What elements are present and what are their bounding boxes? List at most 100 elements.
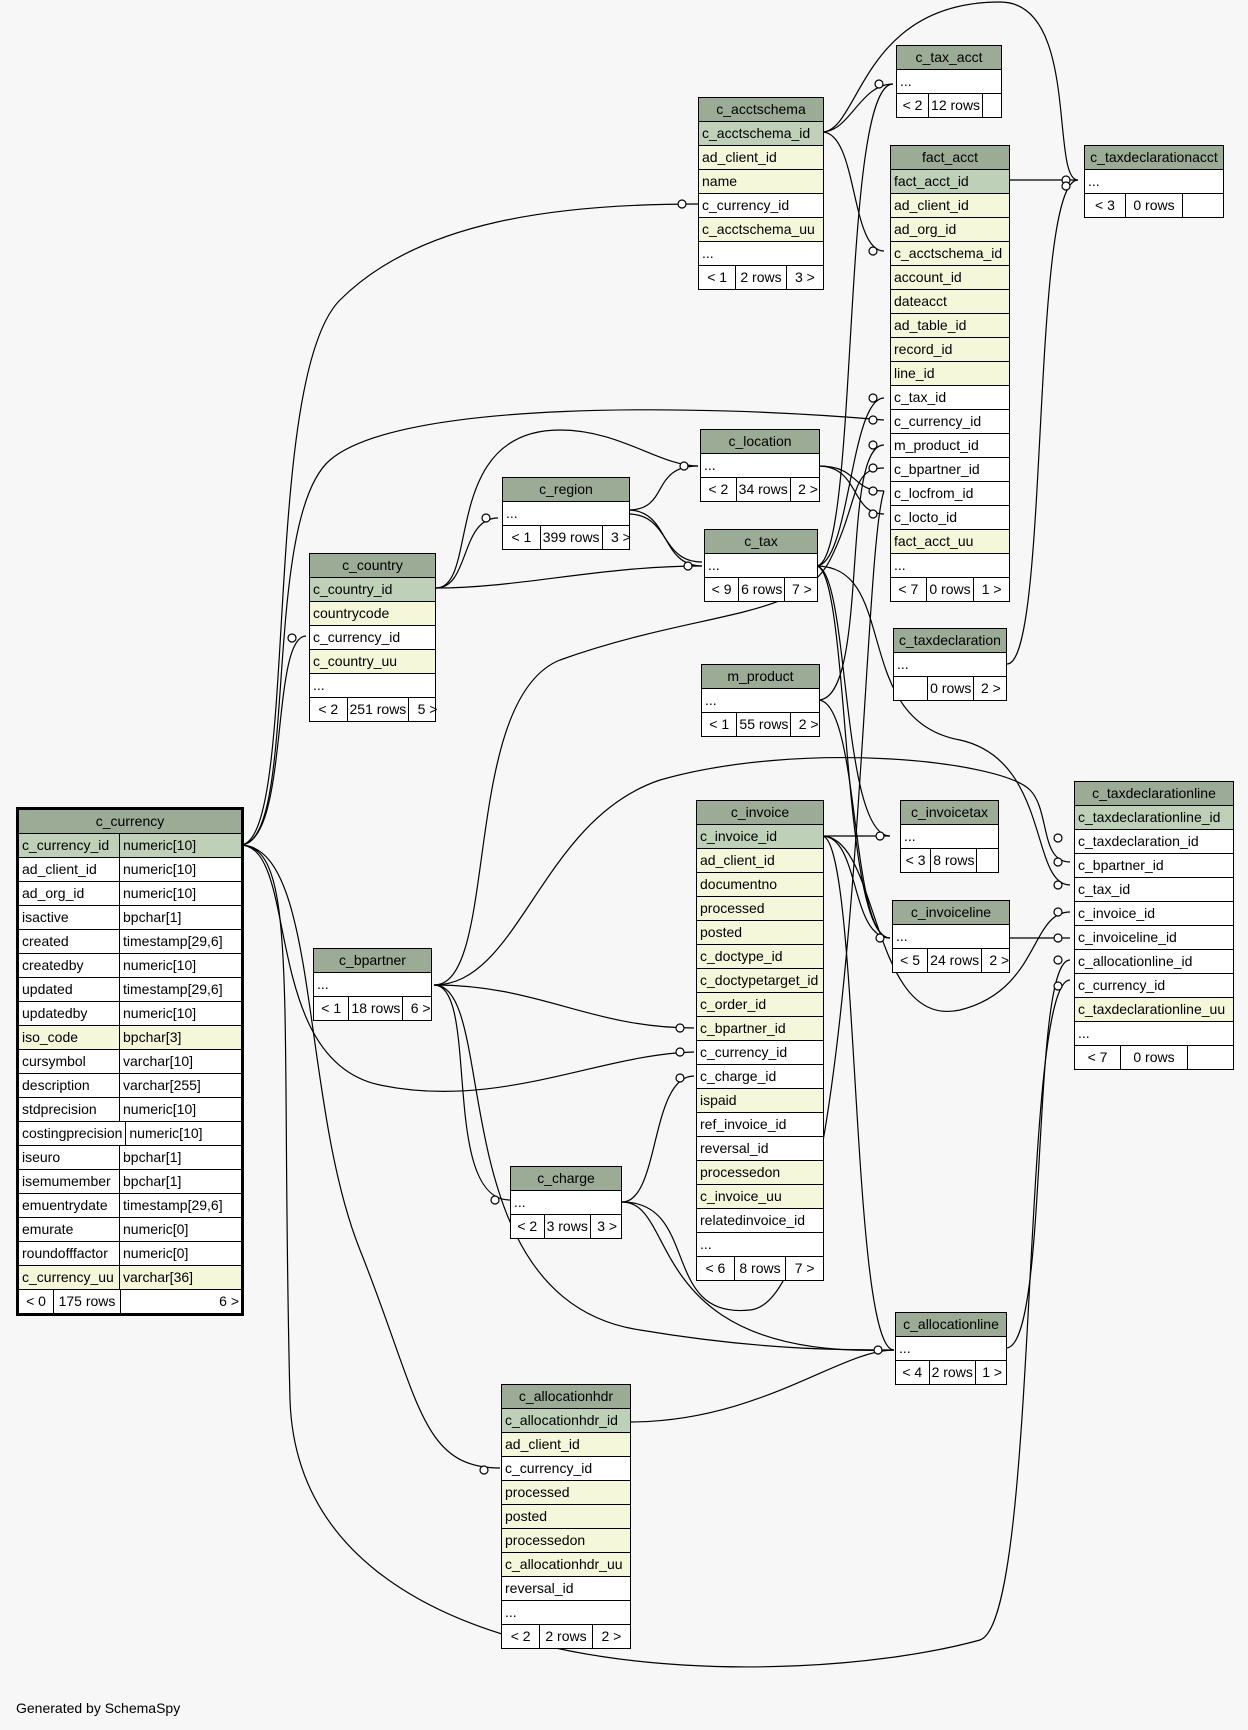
children-count[interactable]: 3 > xyxy=(601,526,640,549)
table-title[interactable]: c_bpartner xyxy=(314,949,431,973)
table-title[interactable]: c_invoiceline xyxy=(893,901,1009,925)
column-row[interactable]: c_charge_id xyxy=(697,1065,823,1089)
table-title[interactable]: c_allocationhdr xyxy=(502,1385,630,1409)
column-row[interactable]: c_bpartner_id xyxy=(1075,854,1233,878)
column-row[interactable]: dateacct xyxy=(891,290,1009,314)
column-row[interactable]: posted xyxy=(502,1505,630,1529)
column-row[interactable]: ... xyxy=(893,925,1009,949)
column-row[interactable]: ... xyxy=(697,1233,823,1257)
table-title[interactable]: c_allocationline xyxy=(896,1313,1006,1337)
column-row[interactable]: ... xyxy=(699,242,823,266)
parents-count[interactable]: < 5 xyxy=(900,952,920,968)
column-row[interactable]: fact_acct_uu xyxy=(891,530,1009,554)
table-title[interactable]: c_tax_acct xyxy=(897,46,1001,70)
column-row[interactable]: c_currency_id xyxy=(699,194,823,218)
parents-count[interactable]: < 2 xyxy=(318,701,339,717)
column-row[interactable]: line_id xyxy=(891,362,1009,386)
children-count[interactable]: 2 > xyxy=(973,677,1007,700)
column-row[interactable]: c_locfrom_id xyxy=(891,482,1009,506)
column-row[interactable]: c_tax_id xyxy=(1075,878,1233,902)
parents-count[interactable]: < 2 xyxy=(510,1628,531,1644)
table-title[interactable]: c_currency xyxy=(19,810,241,834)
children-count[interactable] xyxy=(976,849,1006,872)
column-row[interactable]: c_taxdeclarationline_id xyxy=(1075,806,1233,830)
table-title[interactable]: m_product xyxy=(702,665,819,689)
column-row[interactable]: c_doctypetarget_id xyxy=(697,969,823,993)
column-row[interactable]: c_acctschema_uu xyxy=(699,218,823,242)
parents-count[interactable] xyxy=(894,677,927,700)
parents-count[interactable]: < 4 xyxy=(902,1364,923,1380)
column-row[interactable]: c_invoice_id xyxy=(1075,902,1233,926)
column-row[interactable]: relatedinvoice_id xyxy=(697,1209,823,1233)
children-count[interactable]: 2 > xyxy=(981,949,1016,972)
column-row[interactable]: c_acctschema_id xyxy=(699,122,823,146)
parents-count[interactable]: < 1 xyxy=(321,1000,342,1016)
column-row[interactable]: ... xyxy=(310,674,435,698)
children-count[interactable] xyxy=(1186,1046,1233,1069)
children-count[interactable]: 3 > xyxy=(589,1215,624,1238)
column-row[interactable]: fact_acct_id xyxy=(891,170,1009,194)
column-row[interactable]: c_country_id xyxy=(310,578,435,602)
column-row[interactable]: ... xyxy=(701,454,819,478)
column-row[interactable]: reversal_id xyxy=(502,1577,630,1601)
column-row[interactable]: posted xyxy=(697,921,823,945)
column-row[interactable]: ... xyxy=(901,825,998,849)
column-row[interactable]: c_invoice_uu xyxy=(697,1185,823,1209)
children-count[interactable]: 1 > xyxy=(974,1361,1009,1384)
column-row[interactable]: ... xyxy=(705,554,817,578)
table-title[interactable]: c_invoicetax xyxy=(901,801,998,825)
parents-count[interactable]: < 7 xyxy=(1087,1049,1108,1065)
table-title[interactable]: fact_acct xyxy=(891,146,1009,170)
children-count[interactable]: 7 > xyxy=(785,1257,823,1280)
parents-count[interactable]: < 3 xyxy=(1095,197,1115,213)
column-row[interactable]: c_currency_id xyxy=(891,410,1009,434)
column-row[interactable]: c_locto_id xyxy=(891,506,1009,530)
children-count[interactable] xyxy=(1182,194,1223,217)
column-row[interactable]: c_allocationline_id xyxy=(1075,950,1233,974)
table-title[interactable]: c_invoice xyxy=(697,801,823,825)
column-row[interactable]: processedon xyxy=(697,1161,823,1185)
children-count[interactable] xyxy=(982,94,1014,117)
column-row[interactable]: ... xyxy=(896,1337,1006,1361)
parents-count[interactable]: < 9 xyxy=(711,581,732,597)
column-row[interactable]: c_taxdeclaration_id xyxy=(1075,830,1233,854)
column-row[interactable]: ... xyxy=(894,653,1006,677)
parents-count[interactable]: < 6 xyxy=(705,1260,726,1276)
column-row[interactable]: ... xyxy=(702,689,819,713)
column-row[interactable]: c_acctschema_id xyxy=(891,242,1009,266)
table-title[interactable]: c_location xyxy=(701,430,819,454)
column-row[interactable]: ad_table_id xyxy=(891,314,1009,338)
column-row[interactable]: c_country_uu xyxy=(310,650,435,674)
column-row[interactable]: account_id xyxy=(891,266,1009,290)
column-row[interactable]: ... xyxy=(1085,170,1223,194)
column-row[interactable]: c_bpartner_id xyxy=(891,458,1009,482)
column-row[interactable]: c_order_id xyxy=(697,993,823,1017)
column-row[interactable]: m_product_id xyxy=(891,434,1009,458)
table-title[interactable]: c_taxdeclaration xyxy=(894,629,1006,653)
